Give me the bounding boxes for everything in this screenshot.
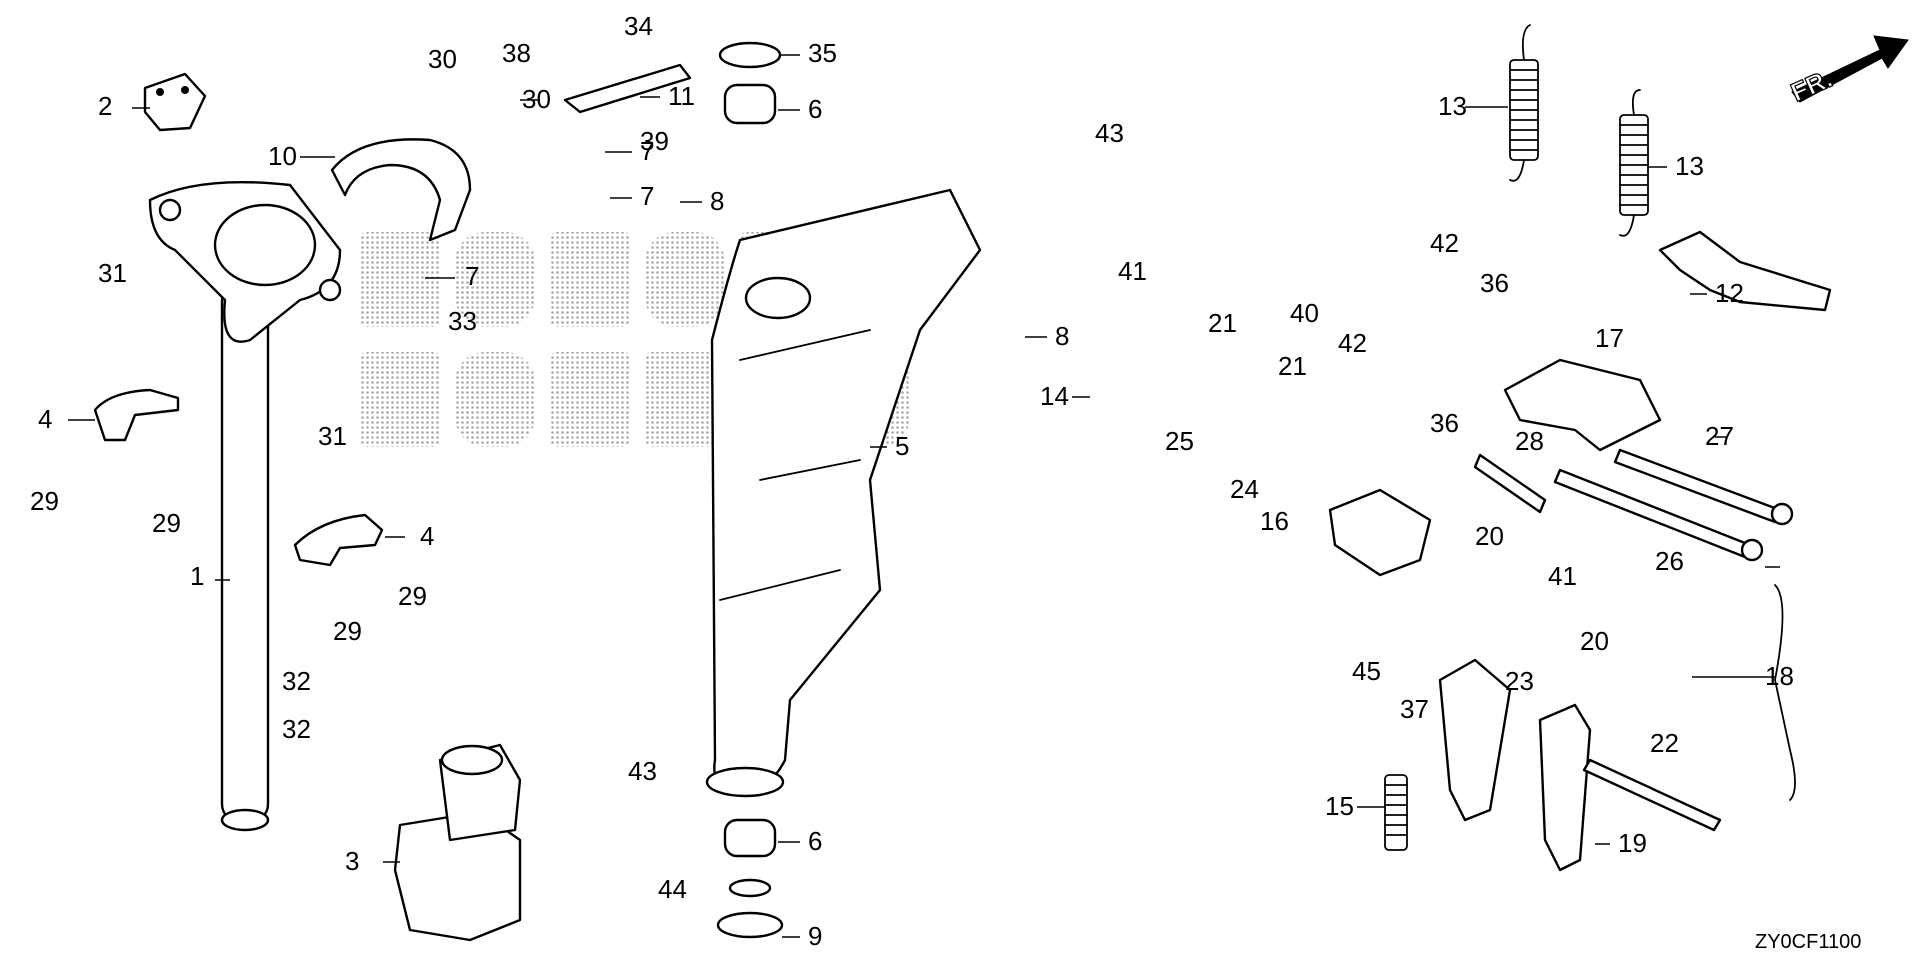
callout-label: 4: [420, 521, 434, 551]
callout-label: 36: [1430, 408, 1459, 438]
callout-label: 43: [628, 756, 657, 786]
plate-11: [563, 63, 692, 114]
callout-label: 15: [1325, 791, 1354, 821]
lower-mount-bracket: [393, 743, 522, 942]
cap-part-2: [143, 72, 207, 132]
callout-label: 32: [282, 666, 311, 696]
callout-label: 25: [1165, 426, 1194, 456]
callout-label: 13: [1438, 91, 1467, 121]
callout-label: 4: [38, 404, 52, 434]
callout-label: 24: [1230, 474, 1259, 504]
callout-label: 3: [345, 846, 359, 876]
callout-label: 26: [1655, 546, 1684, 576]
callout-label: 33: [448, 306, 477, 336]
callout-label: 12: [1715, 278, 1744, 308]
swivel-case: [705, 188, 982, 798]
callout-label: 45: [1352, 656, 1381, 686]
callout-label: 42: [1430, 228, 1459, 258]
spring-13-left: [1509, 24, 1539, 182]
callout-label: 35: [808, 38, 837, 68]
callout-label: 7: [640, 136, 654, 166]
leader-lines: [68, 54, 1780, 938]
callout-label: 1: [190, 561, 204, 591]
callout-label: 30: [522, 84, 551, 114]
stopper-plate: [330, 138, 472, 242]
diagram-code: ZY0CF1100: [1755, 931, 1861, 953]
front-direction-arrow-icon: FR.: [1786, 35, 1909, 108]
callout-label: 32: [282, 714, 311, 744]
washer-9: [716, 911, 784, 939]
spring-13-right: [1619, 89, 1649, 237]
collar-35: [718, 41, 782, 69]
callout-label: 16: [1260, 506, 1289, 536]
callout-label: 6: [808, 94, 822, 124]
callout-label: 21: [1278, 351, 1307, 381]
callout-label: 8: [1055, 321, 1069, 351]
callout-label: 44: [658, 874, 687, 904]
callout-label: 2: [98, 91, 112, 121]
spring-15: [1384, 774, 1408, 851]
lever-17: [1503, 358, 1662, 452]
plate-4-upper: [93, 388, 180, 442]
bracket-19: [1438, 658, 1512, 822]
callout-label: 8: [710, 186, 724, 216]
callout-label: 20: [1580, 626, 1609, 656]
callout-label: 5: [895, 431, 909, 461]
callout-label: 6: [808, 826, 822, 856]
callout-label: 11: [668, 81, 695, 111]
callout-label: 9: [808, 921, 822, 951]
callout-label: 29: [398, 581, 427, 611]
callout-label: 22: [1650, 728, 1679, 758]
callout-label: 29: [333, 616, 362, 646]
bushing-6-upper: [723, 83, 777, 125]
callout-label: 31: [318, 421, 347, 451]
rod-18: [1774, 584, 1796, 801]
tilt-lever: [1658, 230, 1832, 312]
callout-label: 41: [1118, 256, 1147, 286]
callout-label: 39: [640, 126, 669, 156]
o-ring-44: [728, 878, 772, 898]
callout-label: 34: [624, 11, 653, 41]
callouts: 1 2 3 4 4 5 6 6 7 7 7 8 8 9 10 11 12 13 …: [30, 11, 1794, 951]
callout-label: 18: [1765, 661, 1794, 691]
callout-label: 37: [1400, 694, 1429, 724]
callout-label: 31: [98, 258, 127, 288]
callout-label: 7: [465, 261, 479, 291]
callout-label: 7: [640, 181, 654, 211]
rod-22: [1582, 758, 1722, 832]
lock-lever-16: [1328, 488, 1432, 577]
callout-label: 40: [1290, 298, 1319, 328]
callout-label: 29: [30, 486, 59, 516]
plate-4-lower: [293, 513, 384, 567]
callout-label: 13: [1675, 151, 1704, 181]
callout-label: 10: [268, 141, 297, 171]
callout-label: 28: [1515, 426, 1544, 456]
callout-label: 27: [1705, 421, 1734, 451]
callout-label: 17: [1595, 323, 1624, 353]
direction-label: FR.: [1786, 63, 1836, 107]
callout-label: 23: [1505, 666, 1534, 696]
pins: [1473, 448, 1794, 562]
bushing-6-lower: [723, 818, 777, 858]
callout-label: 42: [1338, 328, 1367, 358]
bracket-22: [1538, 703, 1592, 872]
callout-label: 21: [1208, 308, 1237, 338]
callout-label: 19: [1618, 828, 1647, 858]
callout-label: 30: [428, 44, 457, 74]
callout-label: 38: [502, 38, 531, 68]
callout-label: 20: [1475, 521, 1504, 551]
callout-label: 41: [1548, 561, 1577, 591]
swivel-shaft: [148, 180, 342, 832]
callout-label: 43: [1095, 118, 1124, 148]
callout-label: 29: [152, 508, 181, 538]
callout-label: 14: [1040, 381, 1069, 411]
callout-label: 36: [1480, 268, 1509, 298]
